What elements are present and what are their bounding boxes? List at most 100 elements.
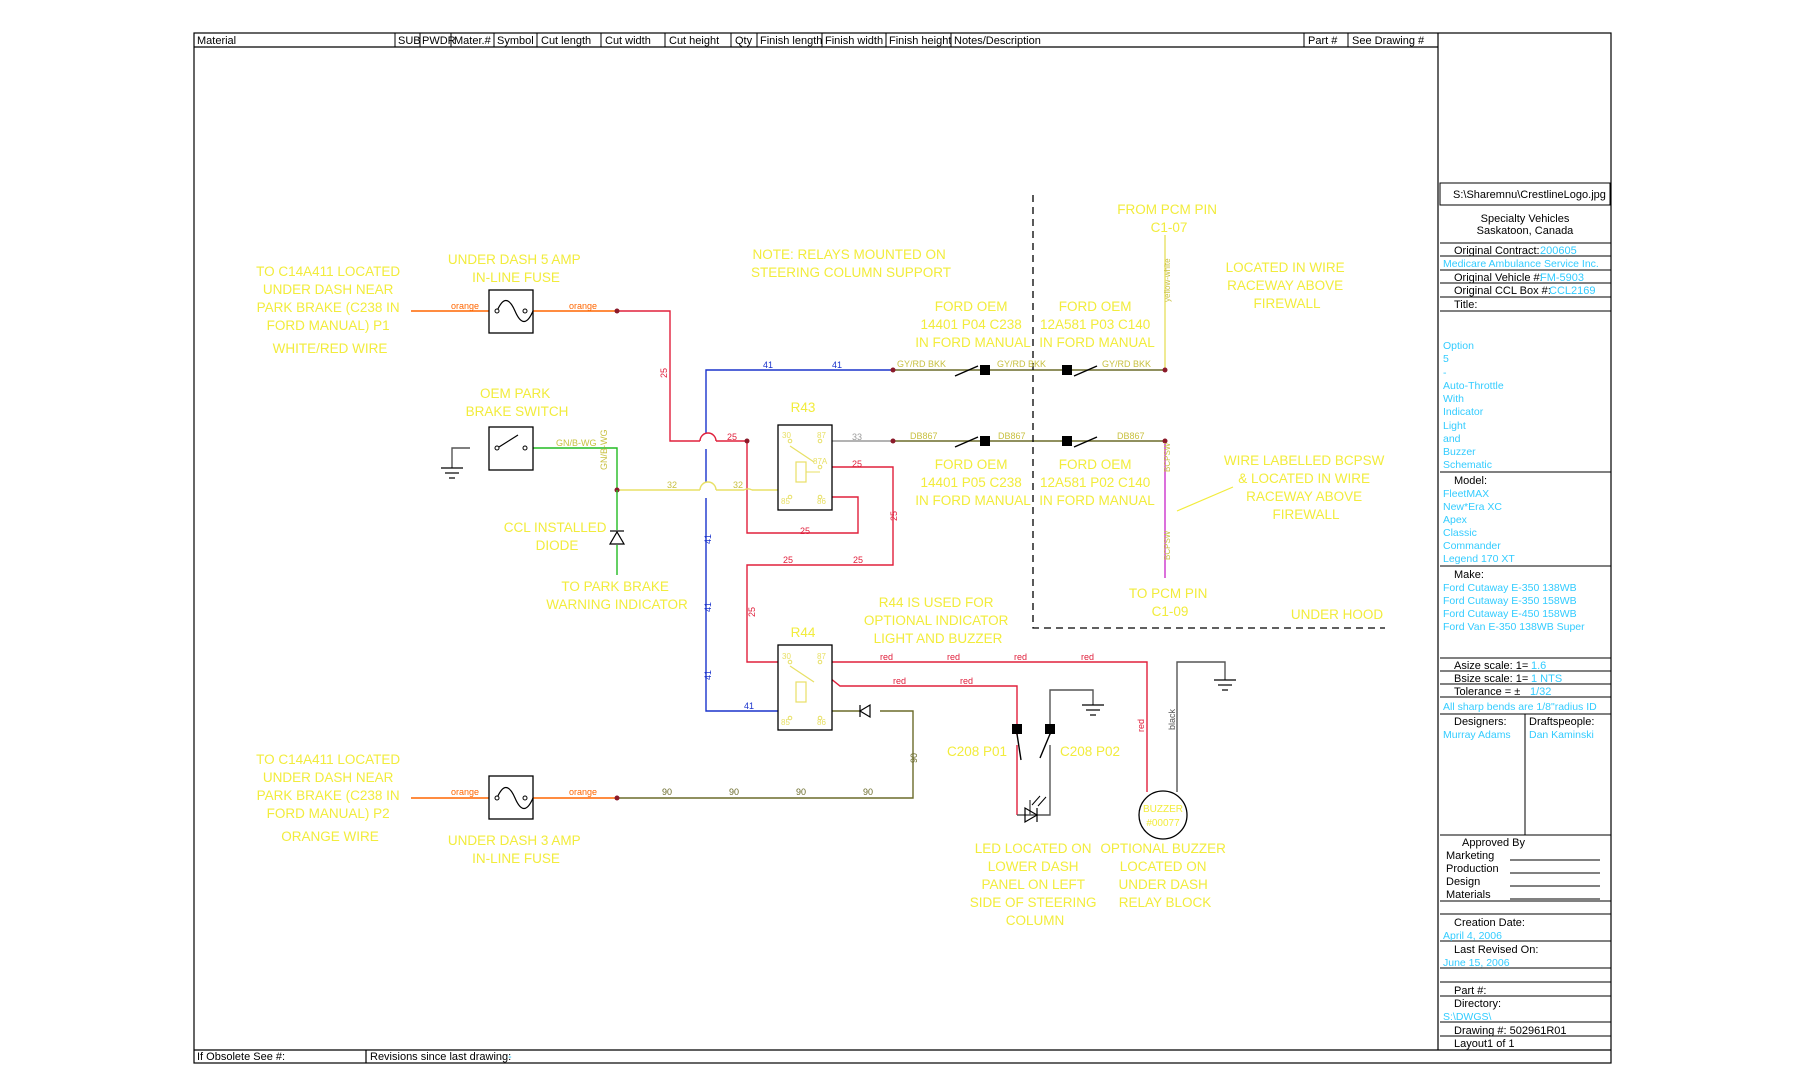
header-col-part: Part #	[1308, 35, 1338, 47]
relay-r43-symbol	[777, 424, 833, 511]
approved-by-label: Approved By	[1462, 837, 1525, 849]
label-r44: R44	[791, 625, 816, 640]
wire-red-r44-87-buzzer	[820, 661, 1148, 792]
creation-date-label: Creation Date:	[1454, 917, 1525, 929]
wire-label-green-white-v: GN/B-WG	[599, 430, 609, 471]
wires	[411, 235, 1226, 816]
relay-r44-symbol	[777, 644, 833, 731]
wire-label-41: 41	[703, 602, 713, 612]
buzzer-label-1: BUZZER	[1143, 804, 1183, 815]
r44-pin-87: 87	[817, 652, 826, 661]
layout-label: Layout1 of 1	[1454, 1038, 1515, 1050]
note-ccl-diode: CCL INSTALLED DIODE	[504, 520, 611, 553]
wire-led-return	[1017, 745, 1051, 816]
ground-icon	[441, 467, 463, 479]
wire-label-yellow-white: yellow-white	[1163, 258, 1172, 302]
company-line-2: Saskatoon, Canada	[1477, 225, 1575, 237]
wire-label-bcpsw: BCPSW	[1163, 442, 1172, 472]
fuse-5amp-symbol	[488, 289, 534, 334]
note-ford-oem-a-bot: FORD OEM 14401 P05 C238 IN FORD MANUAL	[915, 457, 1031, 508]
model-label: Model:	[1454, 475, 1487, 487]
note-led-location: LED LOCATED ON LOWER DASH PANEL ON LEFT …	[970, 841, 1101, 928]
tolerance-label: Tolerance = ±	[1454, 686, 1520, 698]
model-item: Classic	[1443, 527, 1477, 539]
wire-label-red: red	[1081, 652, 1094, 662]
wire-label-25: 25	[727, 432, 737, 442]
wire-label-red: red	[947, 652, 960, 662]
header-col-sub: SUB	[398, 35, 421, 47]
model-item: Legend 170 XT	[1443, 553, 1515, 565]
wire-label-bcpsw: BCPSW	[1163, 530, 1172, 560]
directory-value: S:\DWGS\	[1443, 1011, 1492, 1023]
wire-label-90: 90	[909, 753, 919, 763]
title-line: With	[1443, 393, 1464, 405]
customer-name: Medicare Ambulance Service Inc.	[1443, 258, 1599, 270]
wire-label-red: red	[1014, 652, 1027, 662]
wire-label-gyrd: GY/RD BKK	[1102, 359, 1151, 369]
title-line: Option	[1443, 340, 1474, 352]
wire-labels: orange orange orange orange 25 25 25 25 …	[451, 258, 1177, 797]
diode-icon	[608, 490, 626, 545]
header-labels: Material SUB PWDR Mater.# Symbol Cut len…	[197, 35, 1425, 47]
header-col-cut-height: Cut height	[669, 35, 719, 47]
note-raceway-2: WIRE LABELLED BCPSW & LOCATED IN WIRE RA…	[1224, 453, 1388, 522]
note-fuse3-label: UNDER DASH 3 AMP IN-LINE FUSE	[448, 833, 584, 866]
label-r43: R43	[791, 400, 816, 415]
fuse-3amp-symbol	[488, 775, 534, 820]
original-ccl-value: CCL2169	[1549, 285, 1595, 297]
note-park-switch: OEM PARK BRAKE SWITCH	[466, 386, 569, 419]
wire-label-32: 32	[667, 480, 677, 490]
wire-label-25: 25	[852, 459, 862, 469]
title-line: 5	[1443, 353, 1449, 365]
note-r44-usage: R44 IS USED FOR OPTIONAL INDICATOR LIGHT…	[864, 595, 1012, 646]
note-fuse5-source: TO C14A411 LOCATED UNDER DASH NEAR PARK …	[256, 264, 404, 356]
under-hood-boundary	[1032, 195, 1385, 629]
drawing-number: Drawing #: 502961R01	[1454, 1025, 1567, 1037]
draftspeople-value: Dan Kaminski	[1529, 729, 1594, 741]
note-pcm-to: TO PCM PIN C1-09	[1129, 586, 1211, 619]
annotation-notes: TO C14A411 LOCATED UNDER DASH NEAR PARK …	[256, 202, 1388, 928]
asize-label: Asize scale: 1=	[1454, 660, 1528, 672]
make-label: Make:	[1454, 569, 1484, 581]
approval-marketing: Marketing	[1446, 850, 1494, 862]
note-fuse3-source: TO C14A411 LOCATED UNDER DASH NEAR PARK …	[256, 752, 404, 844]
bsize-label: Bsize scale: 1=	[1454, 673, 1528, 685]
wire-label-25: 25	[659, 368, 669, 378]
label-c208-p01: C208 P01	[947, 744, 1007, 759]
title-line: Auto-Throttle	[1443, 380, 1504, 392]
note-relays-mounted: NOTE: RELAYS MOUNTED ON STEERING COLUMN …	[751, 247, 951, 280]
buzzer-label-2: #00077	[1146, 818, 1180, 829]
wire-label-41: 41	[703, 670, 713, 680]
footer-obsolete-label: If Obsolete See #:	[197, 1051, 285, 1063]
r43-pin-87: 87	[817, 431, 826, 440]
wire-label-90: 90	[662, 787, 672, 797]
header-col-cut-length: Cut length	[541, 35, 591, 47]
company-line-1: Specialty Vehicles	[1481, 213, 1570, 225]
wire-label-90: 90	[863, 787, 873, 797]
drawing-frame	[193, 32, 1612, 1064]
note-buzzer-location: OPTIONAL BUZZER LOCATED ON UNDER DASH RE…	[1100, 841, 1229, 910]
model-item: FleetMAX	[1443, 488, 1489, 500]
led-icon	[1024, 795, 1047, 824]
header-col-finish-length: Finish length	[760, 35, 822, 47]
wire-label-33: 33	[852, 432, 862, 442]
wire-switch-ground	[451, 447, 470, 468]
wire-label-41: 41	[744, 701, 754, 711]
wire-label-41: 41	[703, 534, 713, 544]
title-line: -	[1443, 367, 1447, 379]
wire-label-25: 25	[853, 555, 863, 565]
draftspeople-label: Draftspeople:	[1529, 716, 1594, 728]
asize-value: 1.6	[1531, 660, 1546, 672]
wire-label-25: 25	[889, 511, 899, 521]
wire-label-red: red	[880, 652, 893, 662]
tolerance-value: 1/32	[1530, 686, 1551, 698]
title-line: and	[1443, 433, 1461, 445]
make-item: Ford Cutaway E-350 158WB	[1443, 595, 1577, 607]
header-col-mater: Mater.#	[454, 35, 492, 47]
title-line: Buzzer	[1443, 446, 1476, 458]
make-item: Ford Cutaway E-350 138WB	[1443, 582, 1577, 594]
note-raceway-1: LOCATED IN WIRE RACEWAY ABOVE FIREWALL	[1226, 260, 1349, 311]
footer-revisions-label: Revisions since last drawing:	[370, 1051, 511, 1063]
wire-41-top	[705, 369, 893, 712]
r44-pin-30: 30	[782, 652, 791, 661]
